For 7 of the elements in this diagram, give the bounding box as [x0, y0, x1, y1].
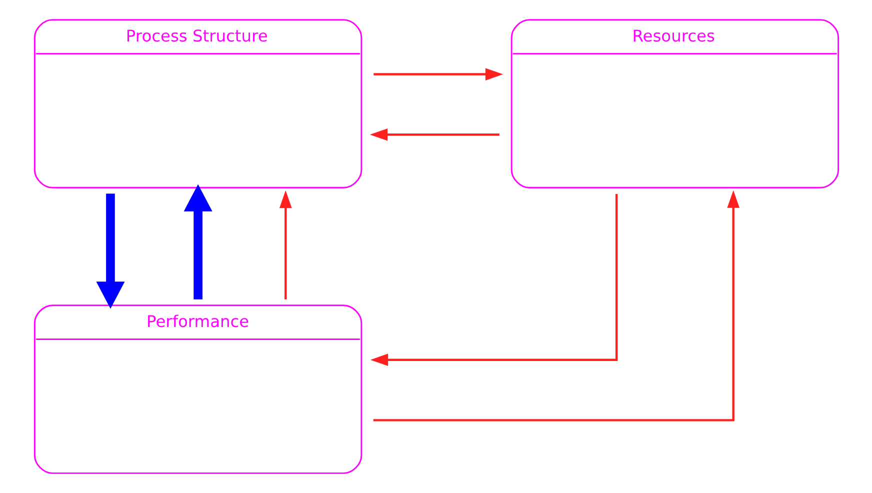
arrow [372, 190, 740, 422]
arrow [370, 194, 618, 366]
arrow [183, 184, 212, 300]
arrow [96, 194, 124, 309]
arrow [373, 68, 503, 80]
arrow [369, 128, 499, 141]
arrow [278, 190, 292, 300]
